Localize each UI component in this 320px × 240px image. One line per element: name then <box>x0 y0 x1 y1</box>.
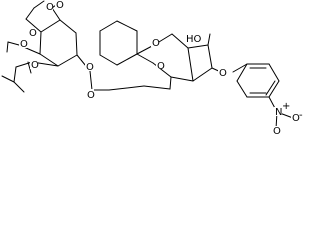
atom-label-o-acetyl-2: O <box>46 2 54 13</box>
atom-label-o-spiro-1: O <box>31 60 39 71</box>
atom-label-o-ring-1: O <box>20 39 28 50</box>
atom-label-o-ring-2: O <box>157 61 165 72</box>
atom-label-o-acetyl-1: O <box>56 0 64 11</box>
atom-label-n-nitro: N <box>275 107 282 118</box>
atom-label-o-nitro-2: O <box>273 126 281 137</box>
atom-label-o-spiro-2: O <box>86 62 94 73</box>
atom-labels: O O O O O O O HO O O O N + O O - <box>19 0 303 137</box>
atom-label-o-aryl: O <box>219 68 227 79</box>
atom-label-o-spiro-3: O <box>152 38 160 49</box>
atom-label-o-acetyl-3: O <box>29 28 37 39</box>
atom-label-o-minus: - <box>299 110 303 121</box>
acetyl-groups <box>1 0 61 93</box>
acetylated-sugar-ring <box>39 19 78 67</box>
atom-label-oh: HO <box>186 34 202 45</box>
atom-label-o-glyco-1: O <box>87 90 95 101</box>
atom-label-o-nitro-1: O <box>292 113 300 124</box>
molecule-structure-diagram: O O O O O O O HO O O O N + O O - <box>1 0 303 137</box>
cyclohexylidene-group <box>99 20 155 66</box>
nitrophenyl-ring <box>232 63 294 130</box>
atom-label-n-plus: + <box>282 101 290 112</box>
